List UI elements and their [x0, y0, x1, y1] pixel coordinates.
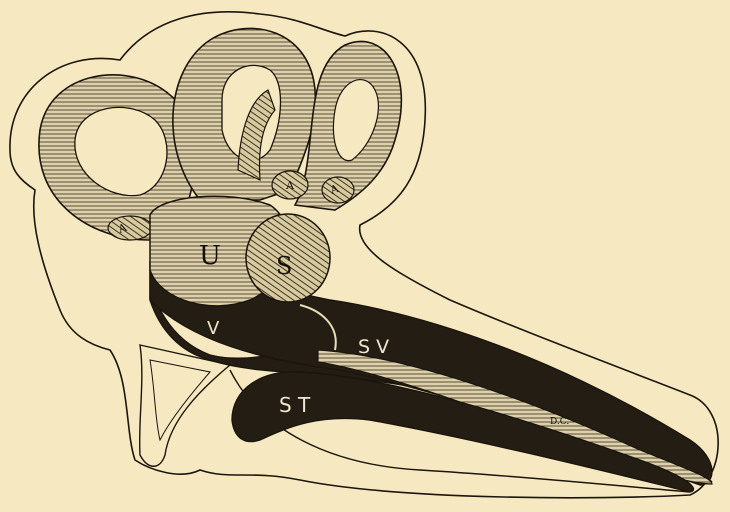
label-vestibule: V — [207, 318, 220, 339]
label-scala-vestibuli: S V — [358, 336, 389, 358]
label-scala-tympani: S T — [279, 393, 311, 417]
ampulla-left — [108, 216, 152, 240]
label-cochlear-duct: D.C. — [550, 417, 569, 427]
label-saccule: S — [276, 252, 292, 280]
label-ampulla-2: A — [285, 179, 295, 192]
label-utricle: U — [199, 241, 221, 271]
